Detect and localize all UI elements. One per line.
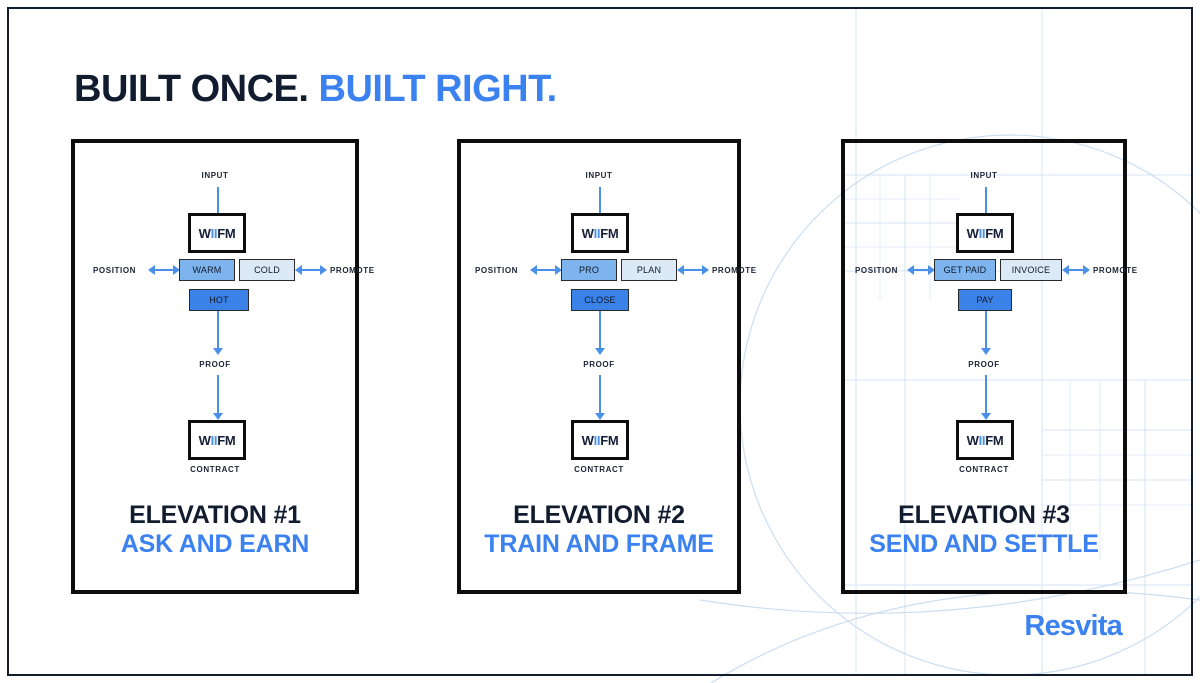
proof-arrow-upper bbox=[211, 311, 225, 355]
stage-box-right[interactable]: INVOICE bbox=[1000, 259, 1062, 281]
wiifm-fm: FM bbox=[600, 432, 619, 448]
promote-arrow bbox=[1062, 264, 1090, 276]
wiifm-box-top: WIIFM bbox=[188, 213, 246, 253]
wiifm-box-top: WIIFM bbox=[956, 213, 1014, 253]
proof-arrow-upper bbox=[979, 311, 993, 355]
input-label: INPUT bbox=[970, 171, 998, 180]
wiifm-fm: FM bbox=[217, 225, 236, 241]
wiifm-box-bottom: WIIFM bbox=[571, 420, 629, 460]
wiifm-w: W bbox=[966, 225, 979, 241]
wiifm-fm: FM bbox=[217, 432, 236, 448]
stage-box-right[interactable]: COLD bbox=[239, 259, 295, 281]
stage-box-left[interactable]: GET PAID bbox=[934, 259, 996, 281]
panel-caption-1: ELEVATION #1 ASK AND EARN bbox=[75, 501, 355, 559]
stage-box-bottom[interactable]: PAY bbox=[958, 289, 1012, 311]
headline-part-dark: BUILT ONCE. bbox=[74, 68, 309, 110]
proof-label: PROOF bbox=[583, 360, 615, 369]
slide-headline: BUILT ONCE. BUILT RIGHT. bbox=[74, 70, 557, 108]
proof-label: PROOF bbox=[968, 360, 1000, 369]
wiifm-fm: FM bbox=[985, 432, 1004, 448]
position-arrow bbox=[907, 264, 935, 276]
proof-arrow-lower bbox=[979, 375, 993, 420]
flow-diagram-1: INPUT WIIFM POSITION WARM COLD bbox=[75, 143, 374, 488]
wiifm-wordmark: WIIFM bbox=[199, 227, 236, 240]
brand-logo-resvita: Resvita bbox=[1024, 610, 1122, 642]
elevation-panel-3[interactable]: INPUT WIIFM POSITION GET PAID INVOICE bbox=[841, 139, 1137, 594]
headline-part-blue: BUILT RIGHT. bbox=[318, 68, 558, 110]
input-label: INPUT bbox=[585, 171, 613, 180]
promote-label: PROMOTE bbox=[1093, 266, 1138, 275]
elevation-panel-1[interactable]: INPUT WIIFM POSITION WARM COLD bbox=[71, 139, 374, 594]
wiifm-wordmark: WIIFM bbox=[582, 434, 619, 447]
wiifm-w: W bbox=[581, 225, 594, 241]
flow-diagram-3: INPUT WIIFM POSITION GET PAID INVOICE bbox=[845, 143, 1137, 488]
promote-label: PROMOTE bbox=[712, 266, 757, 275]
wiifm-wordmark: WIIFM bbox=[582, 227, 619, 240]
promote-arrow bbox=[295, 264, 327, 276]
panel-caption-2: ELEVATION #2 TRAIN AND FRAME bbox=[461, 501, 737, 559]
promote-label: PROMOTE bbox=[330, 266, 375, 275]
position-label: POSITION bbox=[855, 266, 899, 275]
stage-box-left[interactable]: WARM bbox=[179, 259, 235, 281]
proof-arrow-lower bbox=[593, 375, 607, 420]
proof-arrow-upper bbox=[593, 311, 607, 355]
panel-title: ELEVATION #1 bbox=[129, 501, 301, 529]
wiifm-w: W bbox=[198, 225, 211, 241]
flow-diagram-2: INPUT WIIFM POSITION PRO PLAN bbox=[461, 143, 756, 488]
contract-label: CONTRACT bbox=[190, 465, 240, 474]
elevation-panel-2[interactable]: INPUT WIIFM POSITION PRO PLAN bbox=[457, 139, 756, 594]
wiifm-wordmark: WIIFM bbox=[967, 434, 1004, 447]
position-arrow bbox=[530, 264, 562, 276]
wiifm-fm: FM bbox=[985, 225, 1004, 241]
panel-subtitle: ASK AND EARN bbox=[120, 529, 310, 558]
stage-box-left[interactable]: PRO bbox=[561, 259, 617, 281]
promote-arrow bbox=[677, 264, 709, 276]
panel-title: ELEVATION #2 bbox=[513, 501, 685, 529]
wiifm-ii: II bbox=[593, 225, 601, 241]
proof-label: PROOF bbox=[199, 360, 231, 369]
wiifm-box-top: WIIFM bbox=[571, 213, 629, 253]
position-label: POSITION bbox=[93, 266, 137, 275]
wiifm-ii: II bbox=[210, 225, 218, 241]
wiifm-ii: II bbox=[210, 432, 218, 448]
panel-title: ELEVATION #3 bbox=[898, 501, 1070, 529]
position-label: POSITION bbox=[475, 266, 519, 275]
contract-label: CONTRACT bbox=[959, 465, 1009, 474]
panel-caption-3: ELEVATION #3 SEND AND SETTLE bbox=[845, 501, 1123, 559]
panel-subtitle: TRAIN AND FRAME bbox=[484, 529, 714, 558]
wiifm-fm: FM bbox=[600, 225, 619, 241]
wiifm-wordmark: WIIFM bbox=[199, 434, 236, 447]
stage-box-bottom[interactable]: HOT bbox=[189, 289, 249, 311]
wiifm-w: W bbox=[966, 432, 979, 448]
wiifm-wordmark: WIIFM bbox=[967, 227, 1004, 240]
input-label: INPUT bbox=[201, 171, 229, 180]
wiifm-w: W bbox=[581, 432, 594, 448]
wiifm-box-bottom: WIIFM bbox=[188, 420, 246, 460]
contract-label: CONTRACT bbox=[574, 465, 624, 474]
wiifm-box-bottom: WIIFM bbox=[956, 420, 1014, 460]
wiifm-w: W bbox=[198, 432, 211, 448]
stage-box-right[interactable]: PLAN bbox=[621, 259, 677, 281]
panel-subtitle: SEND AND SETTLE bbox=[869, 529, 1099, 558]
wiifm-ii: II bbox=[593, 432, 601, 448]
proof-arrow-lower bbox=[211, 375, 225, 420]
position-arrow bbox=[148, 264, 180, 276]
stage-box-bottom[interactable]: CLOSE bbox=[571, 289, 629, 311]
